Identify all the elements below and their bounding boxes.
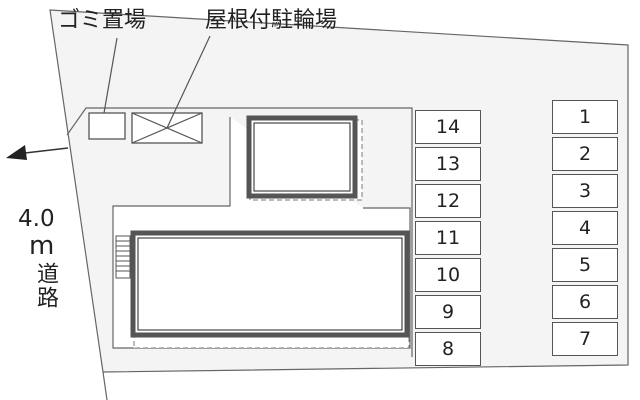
parking-slot: 1 (552, 100, 618, 134)
parking-slot: 4 (552, 211, 618, 245)
parking-slot: 10 (415, 258, 481, 292)
parking-slot: 6 (552, 285, 618, 319)
road-label: 道路 (33, 262, 58, 310)
lot-outline (66, 107, 413, 357)
large-building (130, 230, 410, 338)
entrance-arrow-line (24, 147, 69, 154)
bike-leader-line (166, 35, 211, 129)
parking-slot: 3 (552, 174, 618, 208)
small-building (246, 115, 358, 199)
garbage-area-label: ゴミ置場 (58, 8, 147, 33)
parking-slot: 7 (552, 322, 618, 356)
parking-slot: 2 (552, 137, 618, 171)
entrance-arrow-icon (6, 145, 27, 160)
bike-parking-label: 屋根付駐輪場 (205, 8, 338, 33)
parking-slot: 11 (415, 221, 481, 255)
parking-slot: 13 (415, 147, 481, 181)
parking-slot: 9 (415, 295, 481, 329)
large-building-inner-line (137, 237, 403, 331)
parking-slot: 14 (415, 110, 481, 144)
road-width-value: 4.0 (18, 206, 55, 232)
small-building-inner-line (253, 122, 351, 192)
road-boundary-line (102, 371, 108, 400)
parking-slot: 8 (415, 332, 481, 366)
parking-slot: 12 (415, 184, 481, 218)
garbage-area (88, 112, 126, 140)
road-width-unit: m (29, 231, 55, 261)
stairs-icon (115, 235, 131, 279)
parking-slot: 5 (552, 248, 618, 282)
garbage-leader-line (103, 37, 118, 114)
